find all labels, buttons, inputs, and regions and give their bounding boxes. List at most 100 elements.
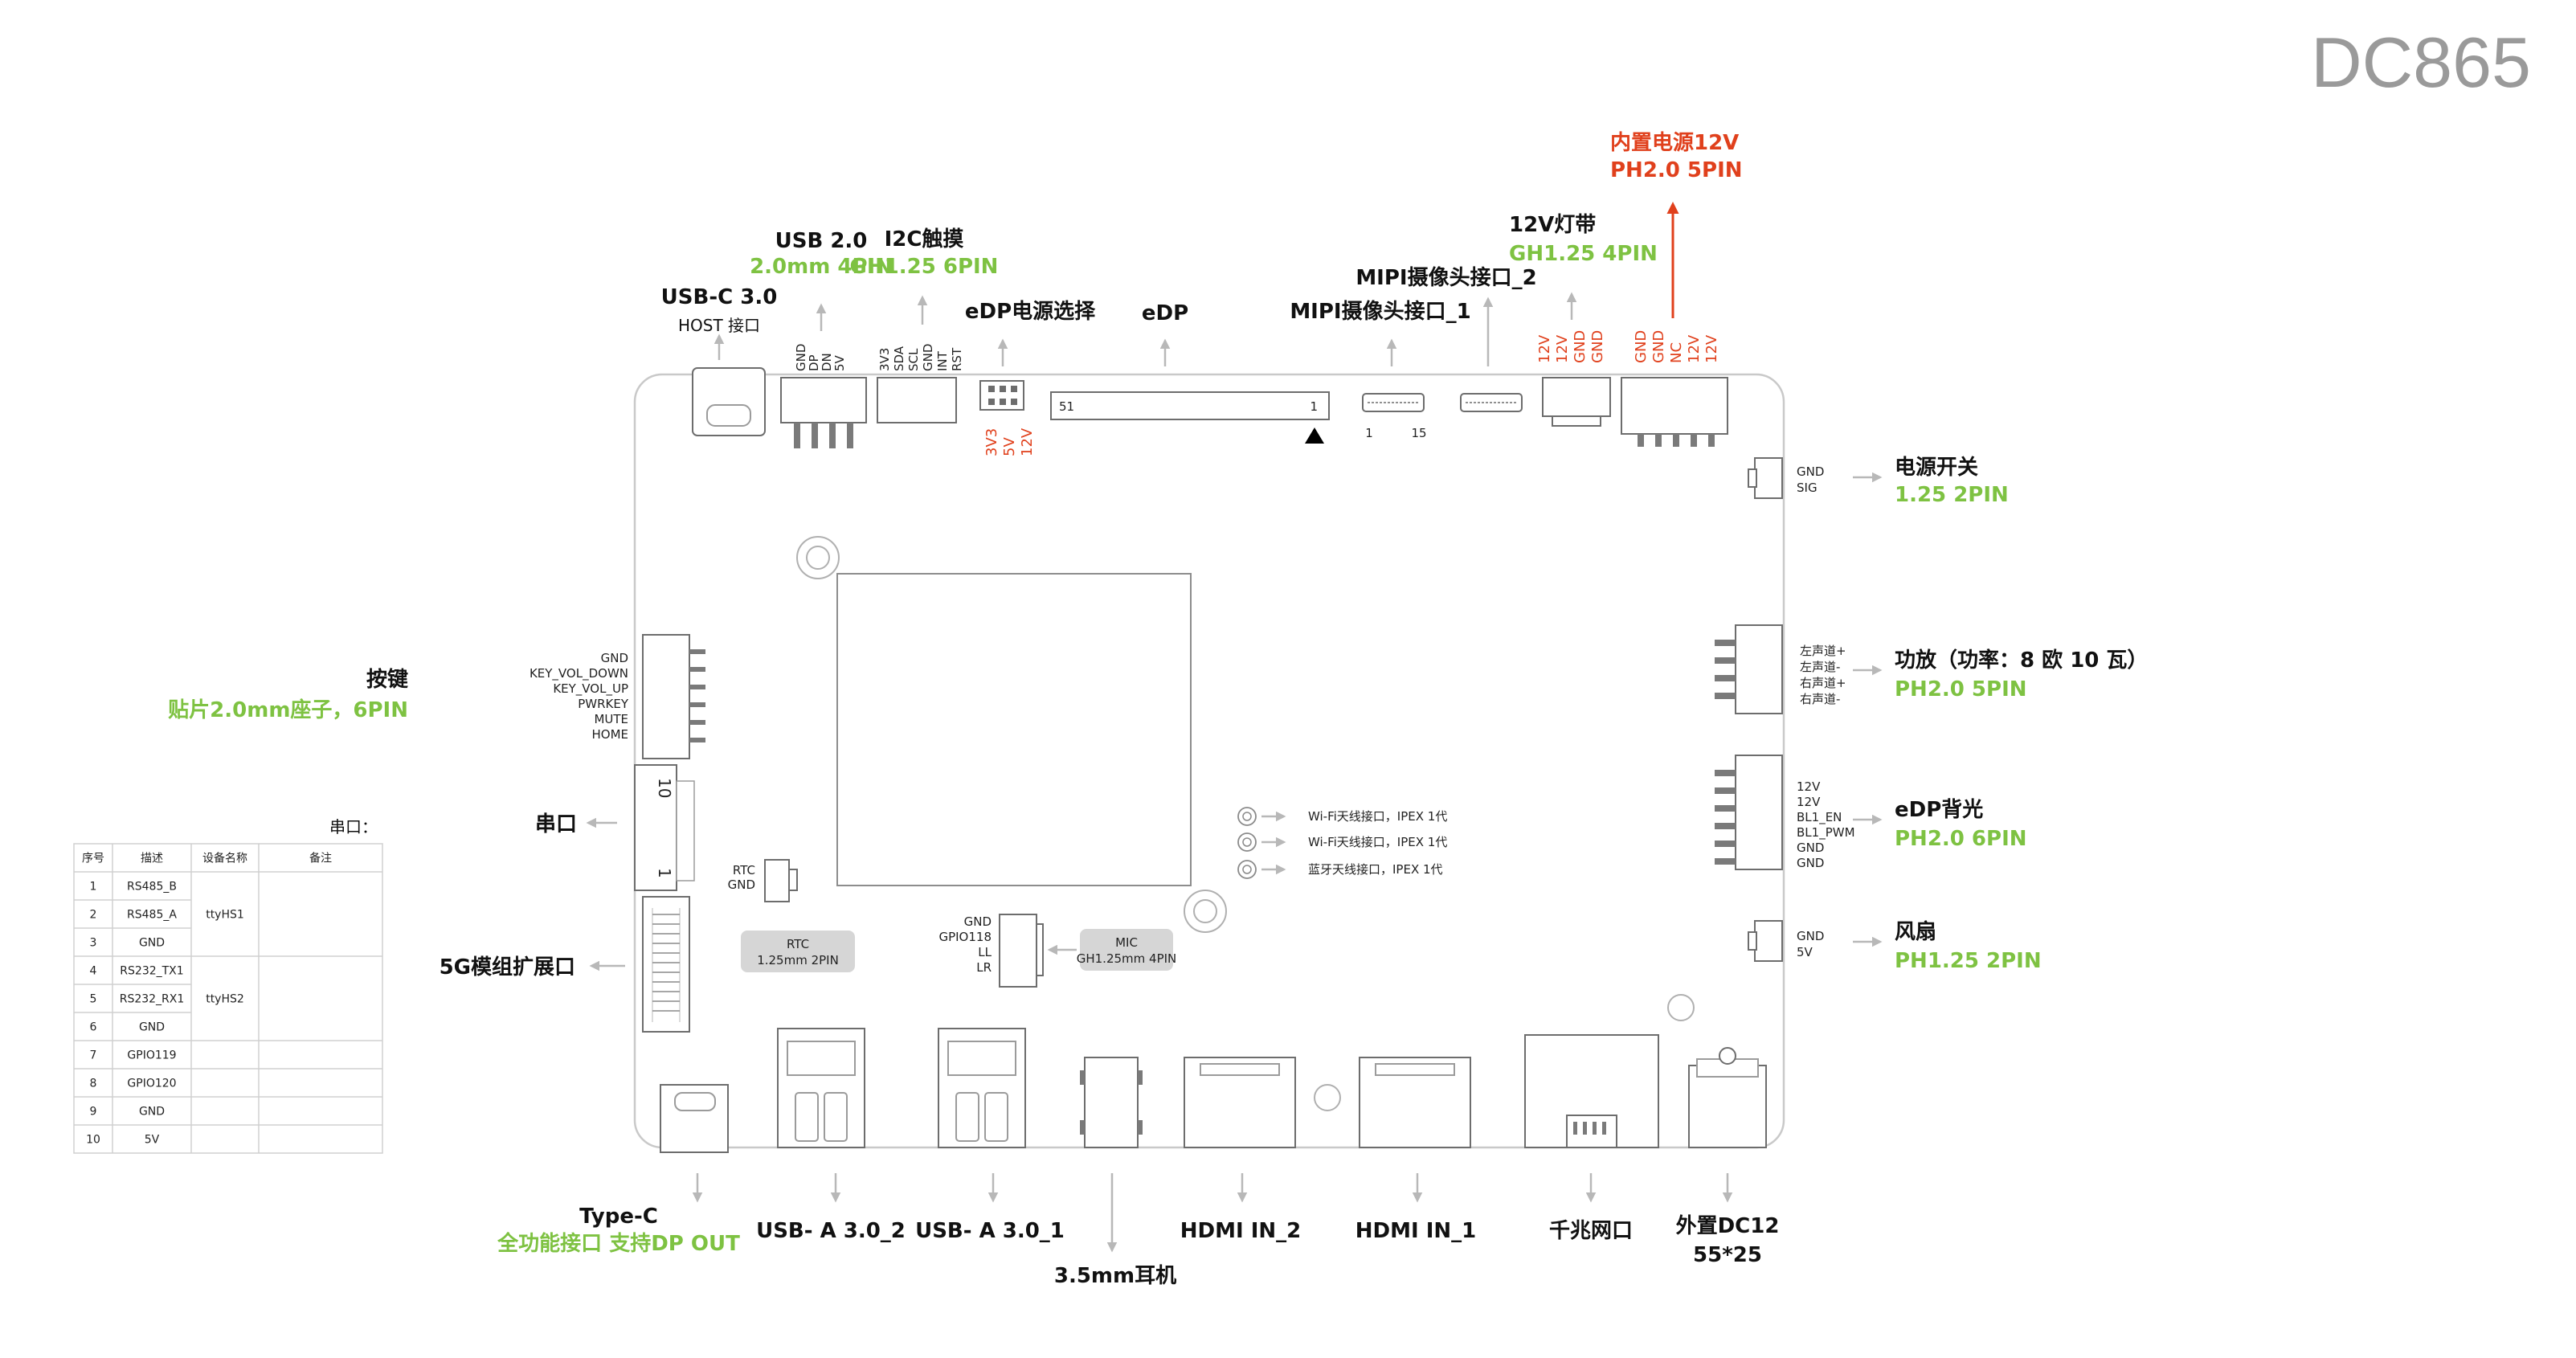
typec-connector xyxy=(660,1084,729,1153)
usba2-connector xyxy=(777,1028,865,1148)
power-in-connector xyxy=(1621,377,1728,447)
rtc-tag xyxy=(741,931,855,972)
svg-text:GND: GND xyxy=(1797,841,1824,855)
serial-pin-10: 10 xyxy=(655,778,674,798)
i2c-pin-labels: 3V3 SDA SCL GND INT RST xyxy=(877,344,964,371)
svg-text:12V: 12V xyxy=(1019,427,1036,456)
serial-table-cell: GPIO119 xyxy=(127,1049,176,1062)
power-in-spec: PH2.0 5PIN xyxy=(1610,158,1743,182)
svg-text:GND: GND xyxy=(1572,330,1589,363)
svg-text:3V3: 3V3 xyxy=(877,348,892,371)
serial-table-cell: 3 xyxy=(90,937,97,950)
serial-table-cell: 7 xyxy=(90,1049,97,1062)
power-in-pin-labels: GND GND NC 12V 12V xyxy=(1633,330,1720,363)
ethernet-label: 千兆网口 xyxy=(1549,1219,1633,1243)
mic-pin-labels: GND GPIO118 LL LR xyxy=(938,914,992,975)
edp-power-label: eDP电源选择 xyxy=(965,300,1096,324)
svg-text:INT: INT xyxy=(935,350,950,371)
edp-backlight-pin-labels: 12V 12V BL1_EN BL1_PWM GND GND xyxy=(1797,779,1855,870)
edp-label: eDP xyxy=(1142,301,1188,325)
fan-label: 风扇 xyxy=(1895,919,1936,944)
mipi2-label: MIPI摄像头接口_2 xyxy=(1355,266,1536,290)
usba1-connector xyxy=(938,1028,1026,1148)
mic-tag-spec: GH1.25mm 4PIN xyxy=(1077,951,1177,966)
svg-text:12V: 12V xyxy=(1703,334,1720,363)
antenna-connector-3 xyxy=(1237,860,1257,879)
serial-table-cell: 5 xyxy=(90,993,97,1006)
svg-text:3V3: 3V3 xyxy=(983,428,1000,456)
usb2-connector xyxy=(780,377,867,448)
power-switch-label: 电源开关 xyxy=(1895,456,1978,480)
serial-table-header: 描述 xyxy=(141,853,163,865)
fan-spec: PH1.25 2PIN xyxy=(1895,949,2042,973)
svg-text:GPIO118: GPIO118 xyxy=(938,930,992,944)
mic-tag-title: MIC xyxy=(1115,935,1138,950)
svg-text:GND: GND xyxy=(1633,330,1650,363)
soc-module xyxy=(836,573,1192,886)
serial-table-cell: GND xyxy=(139,1106,165,1119)
usbc-host-connector xyxy=(692,367,766,436)
amp-pin-labels: 左声道+ 左声道- 右声道+ 右声道- xyxy=(1800,644,1846,706)
svg-text:12V: 12V xyxy=(1554,334,1571,363)
serial-table-header: 备注 xyxy=(309,852,332,865)
svg-text:左声道-: 左声道- xyxy=(1800,660,1840,674)
antenna-label-3: 蓝牙天线接口，IPEX 1代 xyxy=(1308,862,1443,877)
led12v-pin-labels: 12V 12V GND GND xyxy=(1536,330,1606,363)
serial-label: 串口 xyxy=(535,812,577,836)
power-in-label: 内置电源12V xyxy=(1610,131,1739,155)
svg-text:LL: LL xyxy=(978,945,992,959)
ext5g-connector xyxy=(642,896,690,1033)
rtc-tag-spec: 1.25mm 2PIN xyxy=(757,953,839,967)
edp-pin1-marker xyxy=(1305,427,1324,444)
svg-text:PWRKEY: PWRKEY xyxy=(578,697,629,711)
rtc-pin-rtc: RTC xyxy=(733,863,755,877)
svg-text:DN: DN xyxy=(820,353,834,371)
keys-label: 按键 xyxy=(366,667,408,692)
led12v-label: 12V灯带 xyxy=(1509,213,1596,237)
usba1-label: USB- A 3.0_1 xyxy=(915,1219,1065,1243)
mounting-holes xyxy=(796,536,1695,1111)
svg-text:左声道+: 左声道+ xyxy=(1800,644,1846,658)
serial-table-cell: 10 xyxy=(86,1134,100,1147)
serial-pin-1: 1 xyxy=(655,868,674,878)
typec-desc: 全功能接口 支持DP OUT xyxy=(497,1231,740,1256)
mipi1-pin-15: 15 xyxy=(1411,426,1426,440)
fan-pin-gnd: GND xyxy=(1797,929,1824,943)
edp-backlight-label: eDP背光 xyxy=(1895,798,1983,822)
svg-text:GND: GND xyxy=(794,344,808,371)
svg-text:GND: GND xyxy=(601,651,628,665)
serial-table-cell: 5V xyxy=(145,1134,160,1147)
rtc-connector xyxy=(764,859,798,902)
hdmi2-connector xyxy=(1184,1057,1296,1148)
mipi2-connector xyxy=(1460,393,1523,412)
serial-table-device: ttyHS1 xyxy=(206,909,244,922)
serial-connector xyxy=(634,764,695,891)
hdmi1-label: HDMI IN_1 xyxy=(1355,1219,1476,1243)
svg-text:5V: 5V xyxy=(832,354,847,371)
usb2-spec: 2.0mm 4PIN xyxy=(750,255,893,279)
power-switch-pin-gnd: GND xyxy=(1797,464,1824,479)
svg-text:SDA: SDA xyxy=(892,346,906,371)
audio-jack xyxy=(1080,1057,1143,1148)
edp-power-pin-labels: 3V3 5V 12V xyxy=(983,427,1036,456)
svg-text:GND: GND xyxy=(1589,330,1606,363)
svg-text:NC: NC xyxy=(1668,342,1685,363)
i2c-touch-connector xyxy=(877,377,957,423)
usb2-pin-labels: GND DP DN 5V xyxy=(794,344,847,371)
serial-table-device: ttyHS2 xyxy=(206,993,244,1006)
mic-tag xyxy=(1080,929,1173,971)
usba2-label: USB- A 3.0_2 xyxy=(756,1219,906,1243)
mic-connector xyxy=(999,914,1044,988)
edp-power-jumper xyxy=(979,380,1024,411)
svg-text:右声道+: 右声道+ xyxy=(1800,676,1846,690)
serial-table-cell: GND xyxy=(139,1021,165,1034)
svg-text:GND: GND xyxy=(964,914,992,929)
svg-text:KEY_VOL_DOWN: KEY_VOL_DOWN xyxy=(530,666,628,681)
hdmi1-connector xyxy=(1359,1057,1471,1148)
dc-label: 外置DC12 xyxy=(1676,1214,1780,1238)
serial-table-cell: RS232_RX1 xyxy=(120,993,185,1006)
usbc-desc: HOST 接口 xyxy=(678,316,760,335)
typec-label: Type-C xyxy=(579,1205,658,1229)
svg-text:BL1_EN: BL1_EN xyxy=(1797,810,1842,825)
svg-text:GND: GND xyxy=(1797,856,1824,870)
